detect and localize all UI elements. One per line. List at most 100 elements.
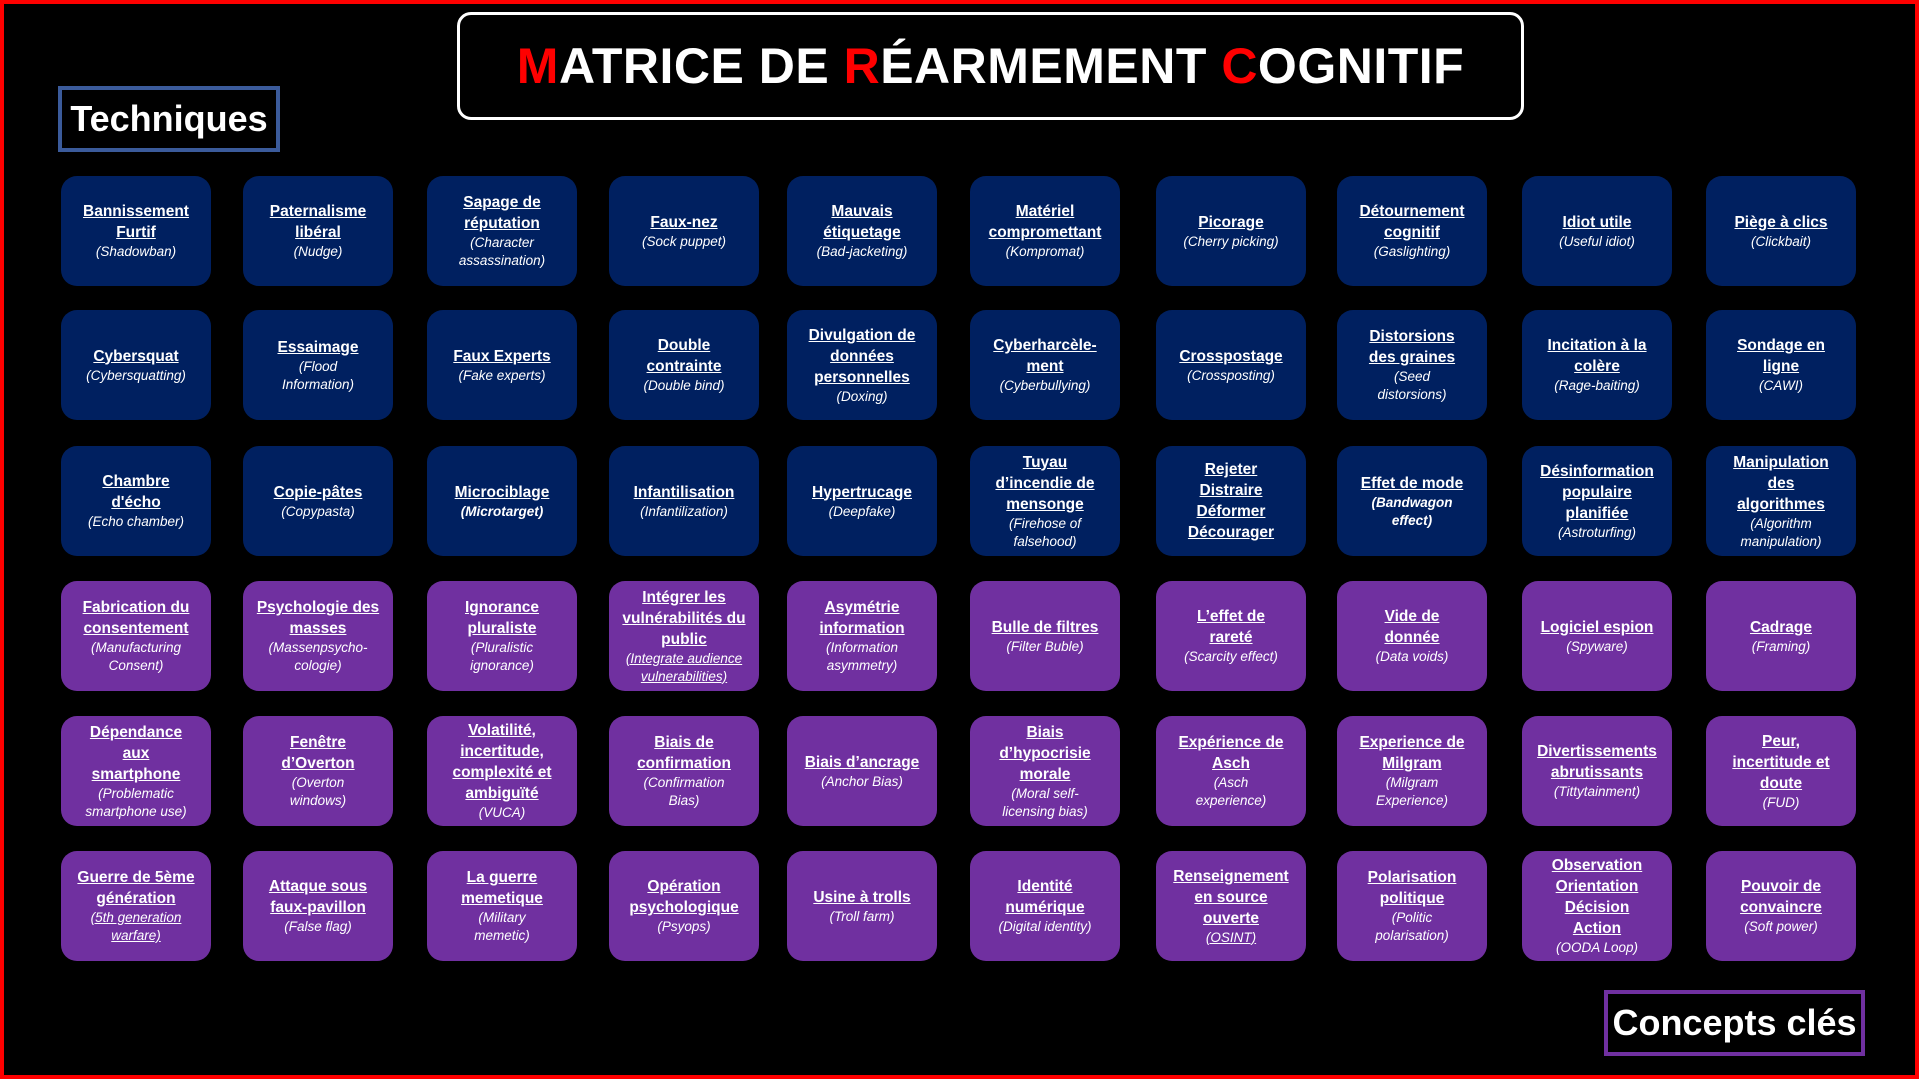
tile-english-term: (False flag) <box>284 919 352 934</box>
tile-english-term: (Fake experts) <box>458 367 546 383</box>
tile-title: Idiot utile <box>1562 213 1632 231</box>
tile-english-term: (Soft power) <box>1744 919 1818 934</box>
tile-english-term: (OSINT) <box>1205 929 1257 945</box>
technique-tile: Rejeter Distraire Déformer Décourager <box>1156 446 1306 556</box>
concept-tile: Opération psychologique(Psyops) <box>609 851 759 961</box>
tile-title: Biais d’ancrage <box>804 753 920 771</box>
tile-title: Fenêtre d’Overton <box>281 734 355 772</box>
concept-tile: Identité numérique(Digital identity) <box>970 851 1120 961</box>
tile-title: Renseignement en source ouverte <box>1173 867 1289 927</box>
tile-title: Chambre d'écho <box>102 473 170 511</box>
tile-english-term: (Kompromat) <box>1005 244 1085 259</box>
tile-title: Effet de mode <box>1360 474 1464 492</box>
tile-title: Cadrage <box>1749 618 1813 636</box>
concept-tile: Intégrer les vulnérabilités du public(In… <box>609 581 759 691</box>
tile-title: Cybersquat <box>93 347 179 365</box>
tile-english-term: (Confirmation Bias) <box>643 775 725 808</box>
concept-tile: Fabrication du consentement(Manufacturin… <box>61 581 211 691</box>
tile-title: Faux-nez <box>650 213 718 231</box>
tile-english-term: (Crossposting) <box>1187 367 1275 383</box>
tile-title: Détournement cognitif <box>1359 203 1465 241</box>
technique-tile: Faux-nez(Sock puppet) <box>609 176 759 286</box>
tile-title: Infantilisation <box>633 483 735 501</box>
concept-tile: La guerre memetique(Military memetic) <box>427 851 577 961</box>
tile-english-term: (Military memetic) <box>474 910 530 943</box>
technique-tile: Essaimage(Flood Information) <box>243 310 393 420</box>
tile-title: Microciblage <box>454 483 550 501</box>
tile-english-term: (CAWI) <box>1759 378 1803 393</box>
tile-title: La guerre memetique <box>461 869 543 907</box>
tile-english-term: (5th generation warfare) <box>90 910 182 943</box>
tile-english-term: (Gaslighting) <box>1373 244 1451 259</box>
title-part-3: OGNITIF <box>1257 38 1465 94</box>
concepts-label-text: Concepts clés <box>1612 1002 1857 1043</box>
tile-english-term: (Shadowban) <box>95 244 177 259</box>
concept-tile: Bulle de filtres (Filter Buble) <box>970 581 1120 691</box>
technique-tile: Crosspostage(Crossposting) <box>1156 310 1306 420</box>
technique-tile: Faux Experts(Fake experts) <box>427 310 577 420</box>
tile-english-term: (OODA Loop) <box>1555 940 1639 955</box>
concept-tile: Observation Orientation Décision Action (… <box>1522 851 1672 961</box>
tile-title: Distorsions des graines <box>1368 328 1456 366</box>
tile-english-term: (Infantilization) <box>640 503 728 519</box>
concept-tile: Renseignement en source ouverte (OSINT) <box>1156 851 1306 961</box>
tile-english-term: (Echo chamber) <box>87 514 185 529</box>
tile-title: Biais d’hypocrisie morale <box>999 723 1091 783</box>
title-part-1: ATRICE DE <box>558 38 844 94</box>
title-part-2: ÉARMEMENT <box>880 38 1222 94</box>
tile-english-term: (Scarcity effect) <box>1184 649 1278 664</box>
tile-english-term: (Doxing) <box>836 388 888 404</box>
tile-title: Expérience de Asch <box>1178 734 1284 772</box>
tile-title: Cyberharcèle- ment <box>993 337 1097 375</box>
techniques-section-label: Techniques <box>58 86 280 152</box>
tile-title: Psychologie des masses <box>256 599 380 637</box>
tile-title: Intégrer les vulnérabilités du public <box>622 588 746 648</box>
tile-title: Manipulation des algorithmes <box>1733 453 1829 513</box>
tile-english-term: (Overton windows) <box>289 775 347 808</box>
tile-title: Piège à clics <box>1734 213 1828 231</box>
technique-tile: Sondage en ligne (CAWI) <box>1706 310 1856 420</box>
technique-tile: Bannissement Furtif(Shadowban) <box>61 176 211 286</box>
concept-tile: Fenêtre d’Overton(Overton windows) <box>243 716 393 826</box>
concept-tile: Ignorance pluraliste(Pluralistic ignoran… <box>427 581 577 691</box>
tile-title: Sondage en ligne <box>1737 337 1825 375</box>
tile-english-term: (Framing) <box>1751 638 1811 654</box>
tile-title: Double contrainte <box>646 337 722 375</box>
technique-tile: Picorage(Cherry picking) <box>1156 176 1306 286</box>
title-letter-r: R <box>843 38 881 94</box>
tile-title: Paternalisme libéral <box>269 203 367 241</box>
tile-english-term: (Double bind) <box>643 378 725 393</box>
tile-english-term: (Cherry picking) <box>1183 233 1279 249</box>
tile-title: Observation Orientation Décision Action <box>1551 857 1643 937</box>
tile-title: Logiciel espion <box>1540 618 1654 636</box>
tile-title: Divulgation de données personnelles <box>808 326 916 386</box>
tile-title: Biais de confirmation <box>637 734 731 772</box>
tile-title: Experience de Milgram <box>1359 734 1465 772</box>
tile-english-term: (Problematic smartphone use) <box>85 785 187 819</box>
tile-english-term: (Filter Buble) <box>1006 638 1084 654</box>
tile-title: Copie-pâtes <box>273 483 363 501</box>
technique-tile: Paternalisme libéral(Nudge) <box>243 176 393 286</box>
tile-title: Pouvoir de convaincre <box>1740 878 1822 916</box>
tile-title: Bulle de filtres <box>991 618 1099 636</box>
technique-tile: Hypertrucage(Deepfake) <box>787 446 937 556</box>
tile-english-term: (Algorithm manipulation) <box>1740 515 1822 549</box>
concept-tile: Volatilité, incertitude, complexité et a… <box>427 716 577 826</box>
technique-tile: Distorsions des graines(Seed distorsions… <box>1337 310 1487 420</box>
tile-english-term: (Seed distorsions) <box>1377 369 1447 402</box>
technique-tile: Tuyau d’incendie de mensonge(Firehose of… <box>970 446 1120 556</box>
tile-title: Désinformation populaire planifiée <box>1540 462 1654 522</box>
concept-tile: Biais d’ancrage(Anchor Bias) <box>787 716 937 826</box>
tile-english-term: (Spyware) <box>1566 638 1628 654</box>
technique-tile: Piège à clics(Clickbait) <box>1706 176 1856 286</box>
tile-english-term: (Integrate audience vulnerabilities) <box>625 650 743 684</box>
tile-english-term: (Digital identity) <box>998 919 1092 934</box>
tile-english-term: (Moral self- licensing bias) <box>1002 785 1088 819</box>
page-title: MATRICE DE RÉARMEMENT COGNITIF <box>517 37 1464 95</box>
concept-tile: Polarisation politique(Politic polarisat… <box>1337 851 1487 961</box>
concept-tile: Psychologie des masses(Massenpsycho- col… <box>243 581 393 691</box>
tile-english-term: (Firehose of falsehood) <box>1008 515 1082 549</box>
tile-english-term: (Data voids) <box>1375 649 1449 664</box>
technique-tile: Cybersquat(Cybersquatting) <box>61 310 211 420</box>
technique-tile: Cyberharcèle- ment(Cyberbullying) <box>970 310 1120 420</box>
